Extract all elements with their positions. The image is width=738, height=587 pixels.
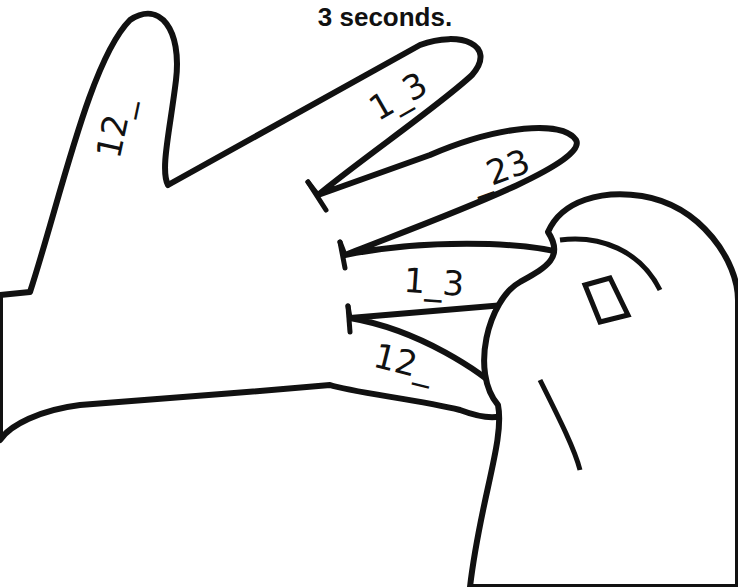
finger-label: 1_3 — [403, 263, 465, 301]
pinching-finger-crease — [540, 239, 660, 470]
title: 3 seconds. — [318, 4, 452, 30]
pinching-hand — [470, 194, 738, 587]
pinching-thumb-nail — [585, 278, 628, 322]
finger-base-marks — [308, 182, 350, 332]
